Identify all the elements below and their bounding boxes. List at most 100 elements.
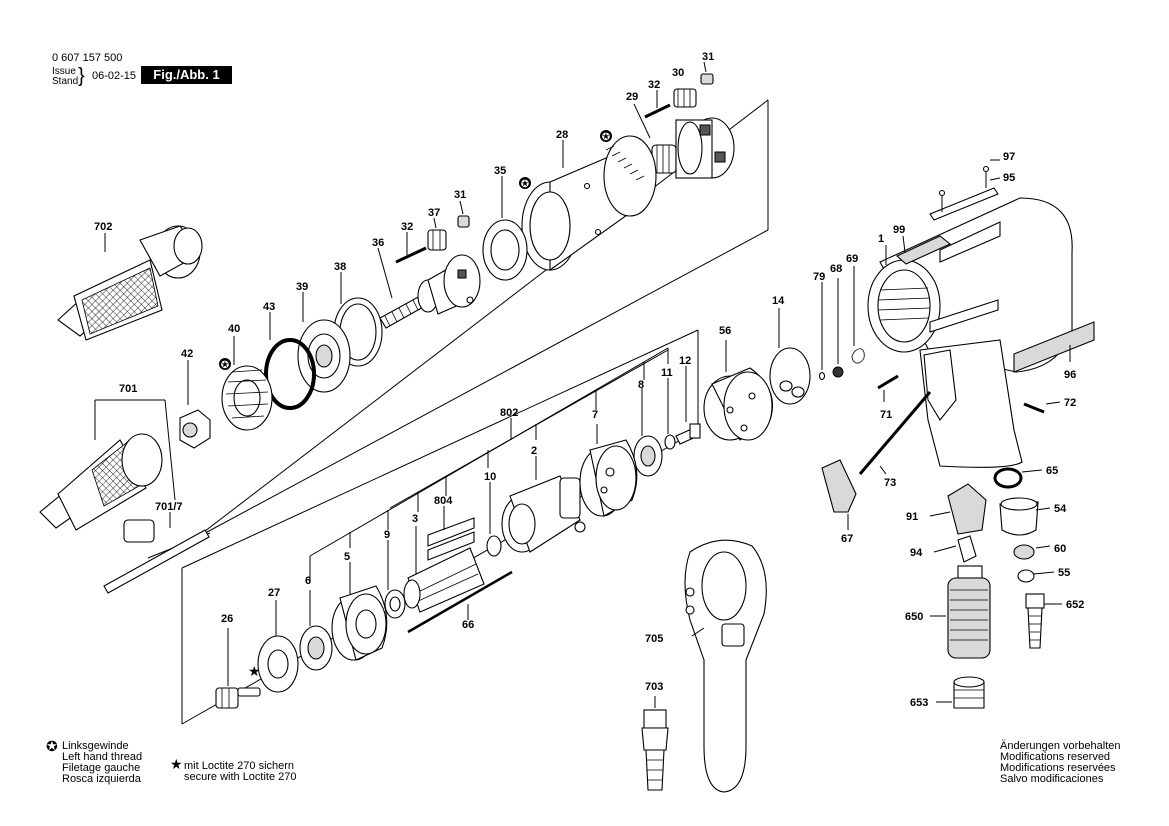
part-10-ring bbox=[486, 482, 502, 557]
label-30: 30 bbox=[672, 67, 684, 79]
modifications-de: Änderungen vorbehalten bbox=[1000, 740, 1121, 752]
label-7: 7 bbox=[592, 409, 598, 421]
part-802-kit-bracket bbox=[309, 347, 669, 580]
part-3-rotor bbox=[403, 526, 485, 613]
part-72-pin bbox=[1023, 401, 1061, 414]
label-39: 39 bbox=[296, 281, 308, 293]
issue-label-de: Issue bbox=[52, 66, 76, 77]
part-14-disc bbox=[769, 308, 811, 405]
label-94: 94 bbox=[910, 547, 923, 559]
label-37: 37 bbox=[428, 207, 440, 219]
label-95: 95 bbox=[1003, 172, 1015, 184]
part-11-washer bbox=[664, 378, 676, 450]
part-702-keyless-chuck bbox=[57, 225, 203, 341]
part-804-blades bbox=[427, 506, 475, 561]
svg-text:✪: ✪ bbox=[221, 360, 229, 371]
label-40: 40 bbox=[228, 323, 240, 335]
label-802: 802 bbox=[500, 407, 518, 419]
part-67-trigger bbox=[821, 459, 857, 530]
label-650: 650 bbox=[905, 611, 923, 623]
part-29-carrier bbox=[633, 103, 735, 179]
label-653: 653 bbox=[910, 697, 928, 709]
loctite-star-icon: ★ bbox=[170, 756, 183, 772]
part-99-plate bbox=[896, 235, 952, 265]
label-73: 73 bbox=[884, 477, 896, 489]
label-27: 27 bbox=[268, 587, 280, 599]
label-10: 10 bbox=[484, 471, 496, 483]
part-number-labels: 31 30 32 29 28 35 31 37 32 36 38 39 43 4… bbox=[94, 51, 1084, 709]
label-705: 705 bbox=[645, 633, 663, 645]
part-2-cylinder bbox=[501, 456, 586, 553]
part-69-spring bbox=[851, 266, 865, 364]
label-2: 2 bbox=[531, 445, 537, 457]
label-9: 9 bbox=[384, 529, 390, 541]
part-94-clip bbox=[933, 535, 977, 563]
label-652: 652 bbox=[1066, 599, 1084, 611]
part-6-bearing bbox=[299, 590, 333, 671]
label-67: 67 bbox=[841, 533, 853, 545]
label-701: 701 bbox=[119, 383, 137, 395]
label-69: 69 bbox=[846, 253, 858, 265]
label-702: 702 bbox=[94, 221, 112, 233]
label-56: 56 bbox=[719, 325, 731, 337]
part-32-pin-top bbox=[644, 90, 671, 119]
label-31-top: 31 bbox=[702, 51, 714, 63]
part-27-washer bbox=[257, 600, 299, 693]
part-96-strip bbox=[1013, 321, 1095, 373]
part-701-keyed-chuck bbox=[39, 399, 176, 531]
legend-left-hand-fr: Filetage gauche bbox=[62, 762, 141, 774]
label-31: 31 bbox=[454, 189, 466, 201]
part-37-gear bbox=[427, 217, 447, 251]
part-56-cylinder bbox=[703, 340, 774, 441]
part-31-small bbox=[457, 200, 470, 228]
part-97-95-screws bbox=[929, 159, 1001, 221]
part-32-pin bbox=[395, 232, 427, 264]
label-60: 60 bbox=[1054, 543, 1066, 555]
label-11: 11 bbox=[661, 367, 673, 379]
label-54: 54 bbox=[1054, 503, 1067, 515]
part-35-ring bbox=[482, 176, 528, 281]
label-804: 804 bbox=[434, 495, 453, 507]
label-38: 38 bbox=[334, 261, 346, 273]
part-701-7-chuck-key bbox=[103, 512, 210, 594]
label-66: 66 bbox=[462, 619, 474, 631]
label-6: 6 bbox=[305, 575, 311, 587]
figure-label: Fig./Abb. 1 bbox=[141, 66, 232, 84]
part-652-nozzle bbox=[1025, 593, 1062, 649]
label-99: 99 bbox=[893, 224, 905, 236]
legend-loctite-en: secure with Loctite 270 bbox=[184, 771, 297, 783]
label-1: 1 bbox=[878, 233, 884, 245]
label-5: 5 bbox=[344, 551, 350, 563]
part-9-ring bbox=[384, 540, 406, 619]
part-36-spindle bbox=[377, 247, 481, 329]
part-40-thread-ring bbox=[221, 336, 273, 431]
issue-label-en: Stand bbox=[52, 76, 79, 87]
left-hand-thread-icon: ✪ bbox=[46, 738, 58, 754]
label-79: 79 bbox=[813, 271, 825, 283]
part-31-top bbox=[700, 61, 714, 85]
label-8: 8 bbox=[638, 379, 644, 391]
left-hand-thread-markers: ✪ ✪ ✪ bbox=[219, 130, 612, 371]
label-12: 12 bbox=[679, 355, 691, 367]
part-71-pin bbox=[877, 374, 899, 402]
part-73-rod bbox=[858, 391, 932, 475]
svg-text:✪: ✪ bbox=[521, 179, 529, 190]
label-26: 26 bbox=[221, 613, 233, 625]
part-5-end-plate bbox=[331, 562, 388, 661]
label-97: 97 bbox=[1003, 151, 1015, 163]
part-91-filter bbox=[929, 483, 987, 535]
part-653-fitting bbox=[936, 676, 985, 709]
svg-text:✪: ✪ bbox=[602, 132, 610, 143]
part-60-screen bbox=[1013, 544, 1051, 560]
label-3: 3 bbox=[412, 513, 418, 525]
legend-left-hand-es: Rosca izquierda bbox=[62, 773, 141, 785]
label-72: 72 bbox=[1064, 397, 1076, 409]
part-28-sleeve bbox=[521, 135, 657, 272]
issue-brace: } bbox=[78, 65, 85, 87]
part-650-silencer bbox=[930, 565, 991, 659]
part-39-bearing bbox=[297, 292, 351, 393]
part-12-bolt bbox=[675, 366, 701, 445]
modifications-fr: Modifications reservées bbox=[1000, 762, 1116, 774]
label-14: 14 bbox=[772, 295, 785, 307]
